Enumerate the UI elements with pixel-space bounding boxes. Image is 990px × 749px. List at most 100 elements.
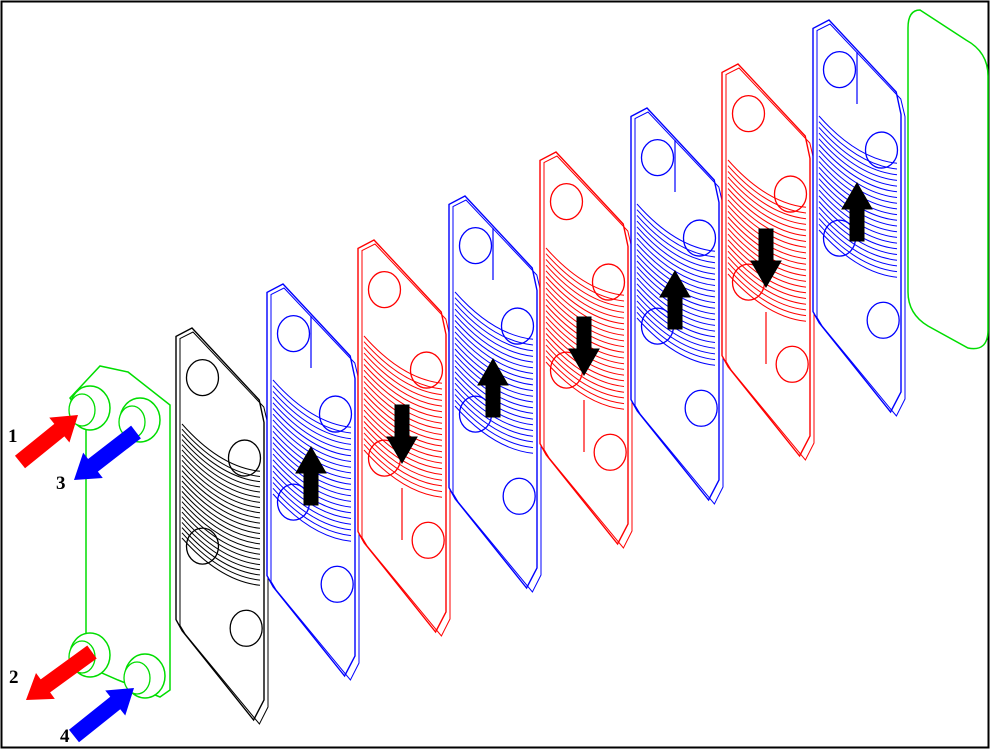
plate-1 <box>266 283 360 681</box>
port-label-1: 1 <box>8 426 18 447</box>
nozzle-inner-4 <box>123 661 151 695</box>
plate-outline-inner <box>452 199 542 593</box>
plate-corrugation <box>636 306 716 355</box>
plate-port-circle <box>773 175 808 213</box>
plate-corrugation <box>272 379 352 428</box>
plate-port-circle <box>185 527 220 565</box>
plate-port-circle <box>458 226 493 265</box>
plate-corrugation <box>636 226 716 275</box>
plate-corrugation <box>181 465 261 514</box>
plate-port-circle <box>320 565 354 603</box>
plate-3 <box>448 195 542 593</box>
plate-outline-inner <box>634 111 724 505</box>
plate-corrugation <box>545 259 625 308</box>
plate-outline-inner <box>361 243 451 637</box>
plate-corrugation <box>272 385 352 434</box>
plate-corrugation <box>363 352 443 401</box>
plate-port-circle <box>866 301 900 339</box>
port-label-2: 2 <box>9 667 19 688</box>
plate-corrugation <box>181 537 261 586</box>
plate-corrugation <box>181 506 261 555</box>
flow-arrow-down <box>750 228 782 289</box>
plate-corrugation <box>727 176 807 225</box>
plate-corrugation <box>363 432 443 481</box>
plate-corrugation <box>545 281 625 330</box>
plate-corrugation <box>818 212 898 261</box>
port-arrow-3 <box>73 425 141 481</box>
plate-port-circle <box>822 50 857 89</box>
plate-corrugation <box>181 454 261 503</box>
plate-corrugation <box>454 314 534 363</box>
plate-corrugation <box>363 364 443 413</box>
plate-corrugation <box>636 209 716 258</box>
plate-port-circle <box>549 182 584 221</box>
plate-corrugation <box>454 297 534 346</box>
flow-arrow-up <box>477 357 509 418</box>
flow-arrow-down <box>568 316 600 377</box>
port-arrow-2-shape <box>26 645 97 700</box>
plate-corrugation <box>272 476 352 525</box>
plate-corrugation <box>636 203 716 252</box>
plate-port-circle <box>409 351 444 389</box>
plate-corrugation <box>272 402 352 451</box>
plate-corrugation <box>454 308 534 357</box>
port-labels: 1 2 3 4 <box>8 426 70 747</box>
plate-corrugation <box>545 355 625 405</box>
plate-port-circle <box>775 345 809 383</box>
plate-corrugation <box>727 193 807 242</box>
flow-arrow-up <box>841 181 873 242</box>
plate-corrugation <box>818 229 898 278</box>
plate-corrugation <box>181 532 261 581</box>
plate-corrugation <box>545 253 625 302</box>
plate-corrugation <box>545 344 625 393</box>
plate-port-circle <box>500 307 535 345</box>
plate-corrugation <box>363 358 443 407</box>
plate-corrugation <box>727 256 807 305</box>
plate-outline-inner <box>179 331 269 725</box>
plate-corrugation <box>181 496 261 545</box>
plate-corrugation <box>727 273 807 322</box>
plate-corrugation <box>363 369 443 418</box>
plate-corrugation <box>181 475 261 524</box>
port-arrow-4-shape <box>69 687 135 743</box>
plate-corrugation <box>727 171 807 220</box>
plate-port-circle <box>731 94 766 133</box>
flow-arrow-up <box>295 445 327 506</box>
plate-7 <box>812 19 906 417</box>
plate-port-circle <box>502 477 536 515</box>
plate-port-circle <box>684 389 718 427</box>
plate-corrugation <box>545 247 625 296</box>
plate-corrugation <box>727 159 807 208</box>
plate-corrugation <box>454 291 534 340</box>
plate-corrugation <box>363 443 443 493</box>
plate-2 <box>357 239 451 637</box>
plate-corrugation <box>636 300 716 349</box>
plate-corrugation <box>181 444 261 493</box>
plate-port-circle <box>682 219 717 257</box>
plate-corrugation <box>181 491 261 540</box>
plate-corrugation <box>181 470 261 519</box>
plate-corrugation <box>181 527 261 576</box>
plate-corrugation <box>181 516 261 566</box>
plate-corrugation <box>454 320 534 369</box>
plate-port-circle <box>593 433 627 471</box>
plate-corrugation <box>181 501 261 550</box>
plate-corrugation <box>636 311 716 361</box>
plate-outline-inner <box>543 155 633 549</box>
plate-port-circle <box>640 138 675 177</box>
plate-corrugation <box>818 127 898 176</box>
plate-corrugation <box>181 485 261 534</box>
plate-port-circle <box>411 521 445 559</box>
plate-corrugation <box>545 264 625 313</box>
plate-port-circle <box>185 358 220 397</box>
plate-corrugation <box>818 132 898 181</box>
plate-corrugation <box>818 223 898 273</box>
plate-corrugation <box>181 522 261 571</box>
frame-plate-outline <box>69 365 171 698</box>
port-arrow-1-shape <box>14 415 78 469</box>
plate-corrugation <box>454 405 534 454</box>
plate-corrugation <box>272 493 352 542</box>
port-arrow-4 <box>69 687 135 743</box>
